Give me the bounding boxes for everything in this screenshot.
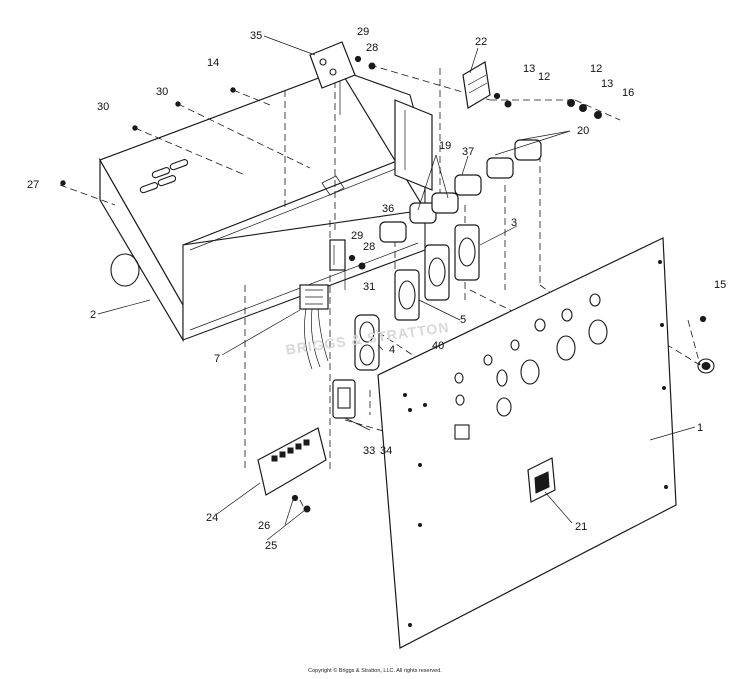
copyright-notice: Copyright © Briggs & Stratton, LLC. All … xyxy=(308,668,442,674)
leader-lines xyxy=(97,35,696,541)
housing-hole xyxy=(110,253,140,287)
callout-19: 19 xyxy=(439,140,451,152)
callout-3: 3 xyxy=(511,217,517,229)
callout-2: 2 xyxy=(90,309,96,321)
front-panel xyxy=(377,237,677,649)
knob-15 xyxy=(697,358,715,374)
module-24 xyxy=(257,427,327,496)
callout-13-left: 13 xyxy=(523,63,535,75)
callout-13-right: 13 xyxy=(601,78,613,90)
wire-harness-7 xyxy=(299,284,329,370)
callout-14: 14 xyxy=(207,57,219,69)
callout-27: 27 xyxy=(27,179,39,191)
circuit-breaker xyxy=(527,457,556,503)
callout-25: 25 xyxy=(265,540,277,552)
callout-40: 40 xyxy=(432,340,444,352)
callout-28-mid: 28 xyxy=(363,241,375,253)
callout-1: 1 xyxy=(697,422,703,434)
callout-35: 35 xyxy=(250,30,262,42)
callout-30-left: 30 xyxy=(97,101,109,113)
callout-12-right: 12 xyxy=(590,63,602,75)
vent-slots xyxy=(139,159,189,194)
callout-15: 15 xyxy=(714,279,726,291)
hardware-nuts xyxy=(60,55,707,513)
callout-37: 37 xyxy=(462,146,474,158)
callout-5: 5 xyxy=(460,314,466,326)
panel-mounting-holes xyxy=(403,260,668,627)
callout-29-top: 29 xyxy=(357,26,369,38)
callout-12-left: 12 xyxy=(538,71,550,83)
receptacle-5 xyxy=(394,269,420,321)
terminal-block-22 xyxy=(462,61,491,109)
module-35 xyxy=(309,41,356,89)
callout-36: 36 xyxy=(382,203,394,215)
callout-16: 16 xyxy=(622,87,634,99)
receptacle-3 xyxy=(454,224,480,281)
connectors xyxy=(379,139,542,243)
callout-29-mid: 29 xyxy=(351,230,363,242)
callout-33: 33 xyxy=(363,445,375,457)
panel-outlet-holes xyxy=(454,293,608,440)
relay-31 xyxy=(329,239,346,271)
callout-24: 24 xyxy=(206,512,218,524)
control-box-housing xyxy=(99,69,433,343)
callout-30-right: 30 xyxy=(156,86,168,98)
callout-20: 20 xyxy=(577,125,589,137)
callout-7: 7 xyxy=(214,353,220,365)
switch-33 xyxy=(332,379,356,419)
receptacle-4 xyxy=(354,314,380,371)
callout-labels: 1 2 3 4 5 7 12 12 13 13 14 15 16 19 20 2… xyxy=(27,26,726,552)
callout-31: 31 xyxy=(363,281,375,293)
receptacle-40 xyxy=(424,244,450,301)
callout-4: 4 xyxy=(389,344,395,356)
callout-26: 26 xyxy=(258,520,270,532)
callout-28-top: 28 xyxy=(366,42,378,54)
callout-22: 22 xyxy=(475,36,487,48)
callout-21: 21 xyxy=(575,521,587,533)
callout-34: 34 xyxy=(380,445,392,457)
